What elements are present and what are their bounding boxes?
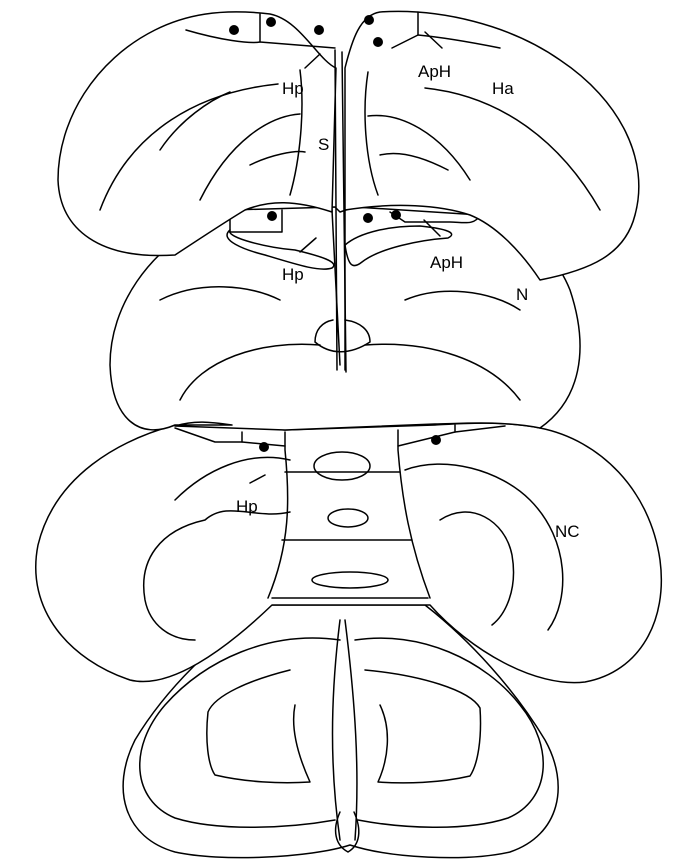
label-hp-low: Hp [236,497,258,516]
label-ha: Ha [492,79,514,98]
label-n: N [516,285,528,304]
label-aph-mid: ApH [430,253,463,272]
label-septum: S [318,135,329,154]
label-hp-top: Hp [282,79,304,98]
label-hp-mid: Hp [282,265,304,284]
label-nc: NC [555,522,580,541]
label-aph-top: ApH [418,62,451,81]
